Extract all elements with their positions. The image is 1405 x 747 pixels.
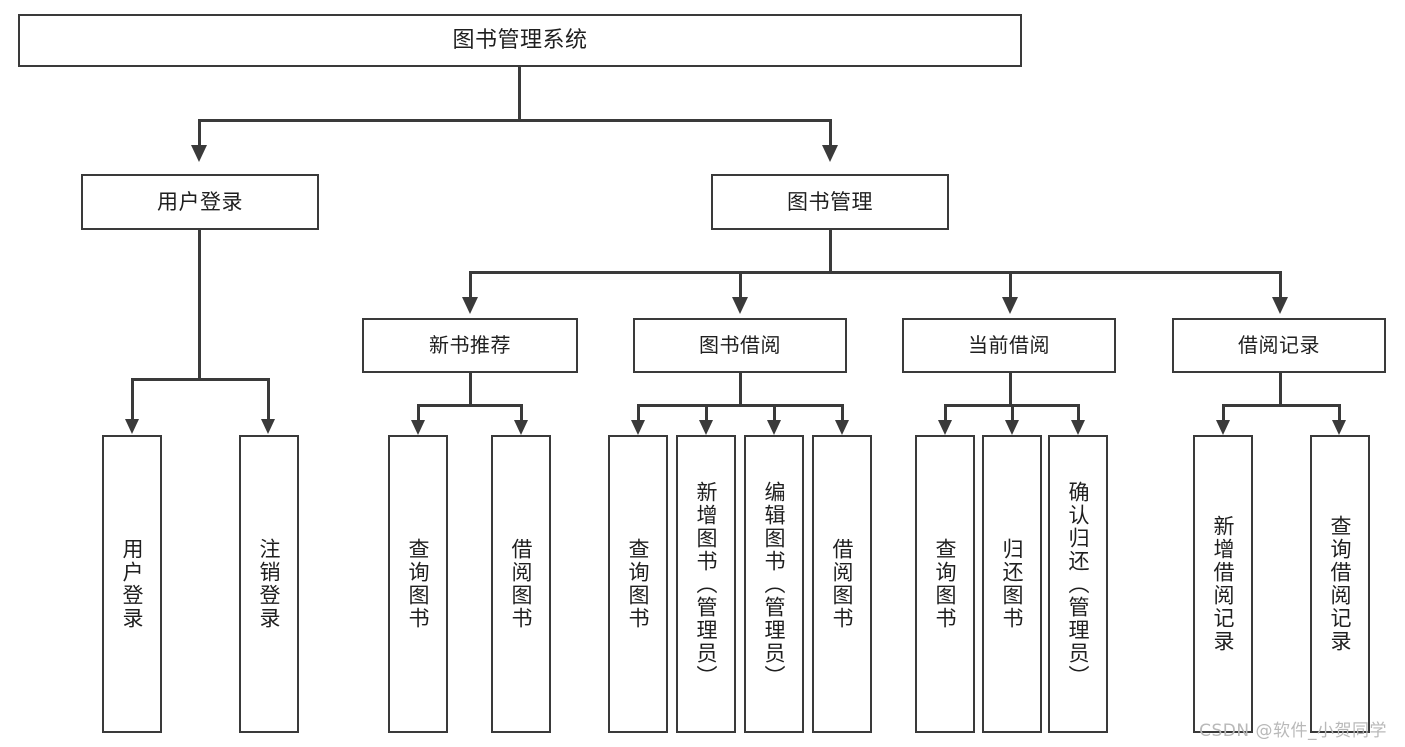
node-label: 图书管理系统 xyxy=(452,27,588,53)
node-label: 图书管理 xyxy=(787,189,873,214)
arrowhead-leaf-confirm-return xyxy=(1071,420,1085,435)
node-label: 用户登录 xyxy=(120,538,145,630)
node-leaf-user-login[interactable]: 用户登录 xyxy=(102,435,162,733)
arrowhead-leaf-query-record xyxy=(1332,420,1346,435)
edge-book-mgmt-child-2 xyxy=(739,271,742,298)
edge-current-borrow-stem xyxy=(1009,373,1012,406)
arrowhead-leaf-borrow-book-1 xyxy=(514,420,528,435)
node-label: 查询图书 xyxy=(406,538,431,630)
edge-book-borrow-stem xyxy=(739,373,742,406)
node-label: 借阅图书 xyxy=(830,538,855,630)
edge-borrow-record-stem xyxy=(1279,373,1282,406)
arrowhead-book-mgmt xyxy=(822,145,838,162)
arrowhead-leaf-query-book-3 xyxy=(938,420,952,435)
node-label: 编辑图书（管理员） xyxy=(762,480,787,688)
node-leaf-query-book-current[interactable]: 查询图书 xyxy=(915,435,975,733)
node-leaf-borrow-book-borrow[interactable]: 借阅图书 xyxy=(812,435,872,733)
node-leaf-edit-book-admin[interactable]: 编辑图书（管理员） xyxy=(744,435,804,733)
edge-book-borrow-child-1 xyxy=(637,404,640,422)
node-leaf-query-borrow-record[interactable]: 查询借阅记录 xyxy=(1310,435,1370,733)
node-label: 新增借阅记录 xyxy=(1211,515,1236,653)
edge-book-mgmt-child-1 xyxy=(469,271,472,298)
edge-root-bar xyxy=(198,119,831,122)
node-label: 当前借阅 xyxy=(968,333,1050,357)
arrowhead-user-login xyxy=(191,145,207,162)
node-borrow-record[interactable]: 借阅记录 xyxy=(1172,318,1386,373)
edge-book-borrow-child-4 xyxy=(841,404,844,422)
edge-borrow-record-child-2 xyxy=(1338,404,1341,422)
node-label: 查询图书 xyxy=(933,538,958,630)
node-root-system[interactable]: 图书管理系统 xyxy=(18,14,1022,67)
edge-new-book-stem xyxy=(469,373,472,406)
node-label: 注销登录 xyxy=(257,538,282,630)
node-leaf-confirm-return-admin[interactable]: 确认归还（管理员） xyxy=(1048,435,1108,733)
node-user-login[interactable]: 用户登录 xyxy=(81,174,319,230)
arrowhead-leaf-user-login xyxy=(125,419,139,434)
node-book-borrow[interactable]: 图书借阅 xyxy=(633,318,847,373)
arrowhead-leaf-query-book-1 xyxy=(411,420,425,435)
node-label: 图书借阅 xyxy=(699,333,781,357)
arrowhead-current-borrow xyxy=(1002,297,1018,314)
edge-borrow-record-bar xyxy=(1222,404,1339,407)
node-leaf-logout[interactable]: 注销登录 xyxy=(239,435,299,733)
node-new-book-recommend[interactable]: 新书推荐 xyxy=(362,318,578,373)
node-leaf-borrow-book-new[interactable]: 借阅图书 xyxy=(491,435,551,733)
edge-book-mgmt-bar xyxy=(469,271,1281,274)
edge-book-borrow-child-2 xyxy=(705,404,708,422)
node-label: 查询图书 xyxy=(626,538,651,630)
edge-new-book-bar xyxy=(417,404,522,407)
arrowhead-leaf-query-book-2 xyxy=(631,420,645,435)
node-book-management[interactable]: 图书管理 xyxy=(711,174,949,230)
edge-user-login-child-1 xyxy=(131,378,134,420)
node-label: 新增图书（管理员） xyxy=(694,480,719,688)
edge-book-mgmt-child-3 xyxy=(1009,271,1012,298)
node-leaf-add-book-admin[interactable]: 新增图书（管理员） xyxy=(676,435,736,733)
node-leaf-query-book-new[interactable]: 查询图书 xyxy=(388,435,448,733)
edge-current-borrow-child-3 xyxy=(1077,404,1080,422)
node-leaf-query-book-borrow[interactable]: 查询图书 xyxy=(608,435,668,733)
arrowhead-leaf-return-book xyxy=(1005,420,1019,435)
edge-current-borrow-child-1 xyxy=(944,404,947,422)
arrowhead-leaf-borrow-book-2 xyxy=(835,420,849,435)
edge-book-mgmt-child-4 xyxy=(1279,271,1282,298)
edge-borrow-record-child-1 xyxy=(1222,404,1225,422)
node-current-borrow[interactable]: 当前借阅 xyxy=(902,318,1116,373)
arrowhead-new-book xyxy=(462,297,478,314)
edge-root-stem xyxy=(518,67,521,119)
edge-root-to-user-login xyxy=(198,119,201,146)
edge-new-book-child-2 xyxy=(520,404,523,422)
node-label: 新书推荐 xyxy=(429,333,511,357)
edge-book-borrow-child-3 xyxy=(773,404,776,422)
arrowhead-book-borrow xyxy=(732,297,748,314)
edge-book-borrow-bar xyxy=(637,404,843,407)
node-label: 归还图书 xyxy=(1000,538,1025,630)
node-label: 借阅记录 xyxy=(1238,333,1320,357)
edge-user-login-bar xyxy=(131,378,268,381)
edge-book-mgmt-stem xyxy=(829,230,832,273)
node-leaf-add-borrow-record[interactable]: 新增借阅记录 xyxy=(1193,435,1253,733)
edge-new-book-child-1 xyxy=(417,404,420,422)
arrowhead-leaf-edit-book xyxy=(767,420,781,435)
node-label: 用户登录 xyxy=(157,189,243,214)
edge-user-login-child-2 xyxy=(267,378,270,420)
node-label: 查询借阅记录 xyxy=(1328,515,1353,653)
node-label: 借阅图书 xyxy=(509,538,534,630)
edge-root-to-book-mgmt xyxy=(829,119,832,146)
arrowhead-leaf-add-record xyxy=(1216,420,1230,435)
arrowhead-leaf-add-book xyxy=(699,420,713,435)
node-label: 确认归还（管理员） xyxy=(1066,480,1091,688)
edge-user-login-stem xyxy=(198,230,201,380)
arrowhead-leaf-logout xyxy=(261,419,275,434)
edge-current-borrow-child-2 xyxy=(1011,404,1014,422)
node-leaf-return-book[interactable]: 归还图书 xyxy=(982,435,1042,733)
arrowhead-borrow-record xyxy=(1272,297,1288,314)
